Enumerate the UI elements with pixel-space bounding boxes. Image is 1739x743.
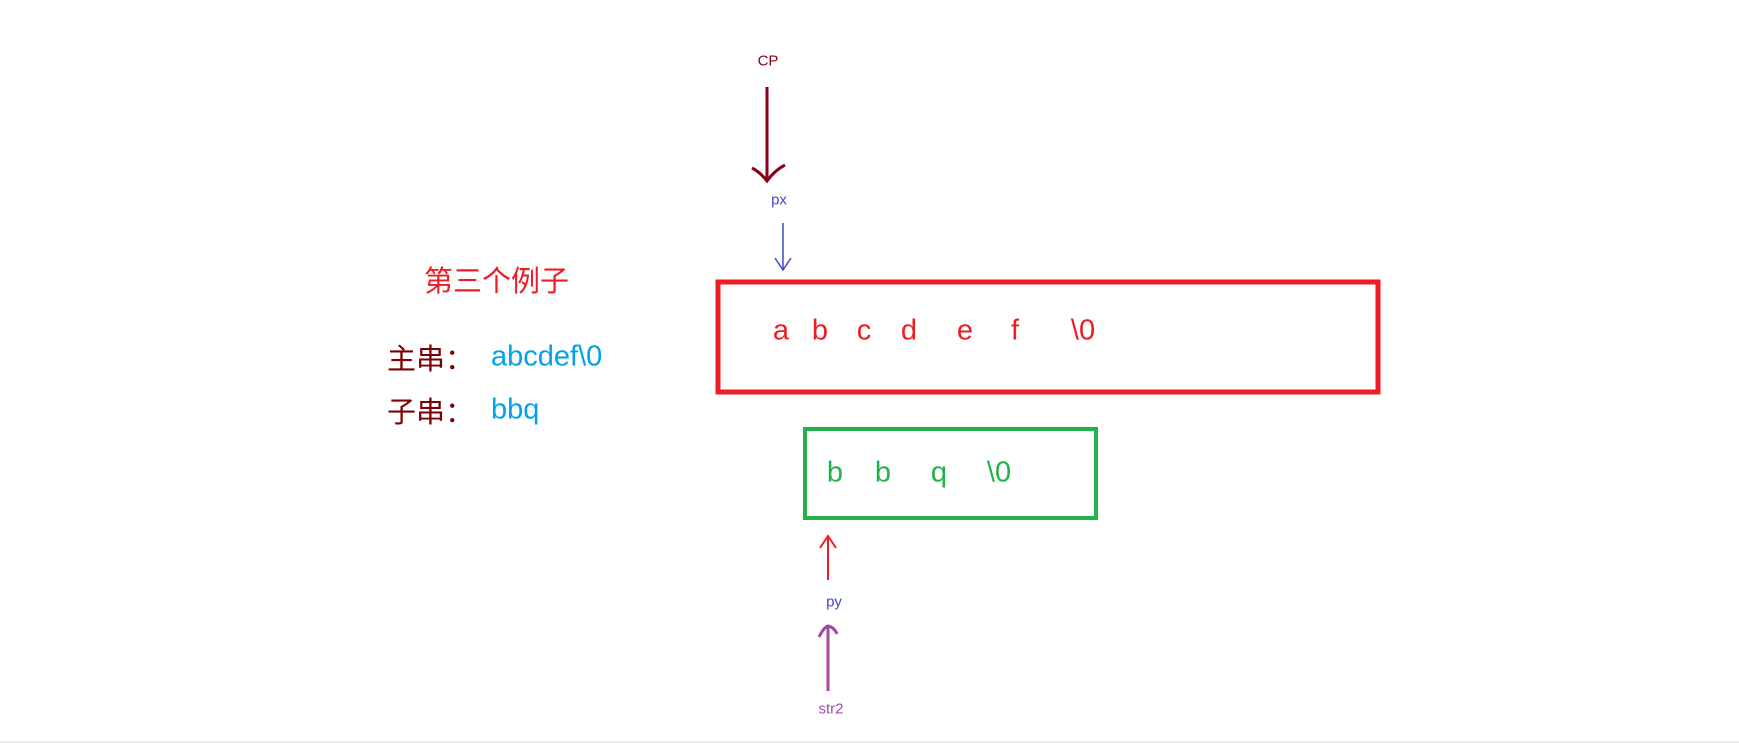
- sub-char: b: [874, 456, 892, 489]
- example-title: 第三个例子: [424, 266, 570, 298]
- cp-arrow: [751, 87, 786, 184]
- main-char: a: [772, 314, 790, 347]
- main-char: \0: [1070, 314, 1096, 347]
- sub-char: b: [826, 456, 844, 489]
- sub-char: \0: [986, 456, 1012, 489]
- sub-string-value: bbq: [491, 393, 540, 426]
- cp-label: CP: [757, 52, 779, 70]
- sub-char: q: [930, 456, 948, 489]
- main-char: f: [1010, 314, 1020, 347]
- main-string-value: abcdef\0: [491, 340, 603, 373]
- main-char: d: [900, 314, 918, 347]
- main-char: c: [856, 314, 872, 347]
- str2-label: str2: [818, 700, 844, 718]
- main-string-box: [715, 279, 1381, 395]
- sub-string-label: 子串：: [387, 397, 475, 429]
- main-char: b: [811, 314, 829, 347]
- main-char: e: [956, 314, 974, 347]
- str2-arrow: [817, 624, 839, 691]
- px-label: px: [771, 191, 787, 209]
- main-string-label: 主串：: [387, 344, 475, 376]
- sub-string-box: [803, 427, 1098, 520]
- px-arrow: [774, 223, 792, 272]
- bottom-divider: [0, 741, 1739, 743]
- py-label: py: [826, 593, 842, 611]
- py-arrow: [819, 534, 837, 580]
